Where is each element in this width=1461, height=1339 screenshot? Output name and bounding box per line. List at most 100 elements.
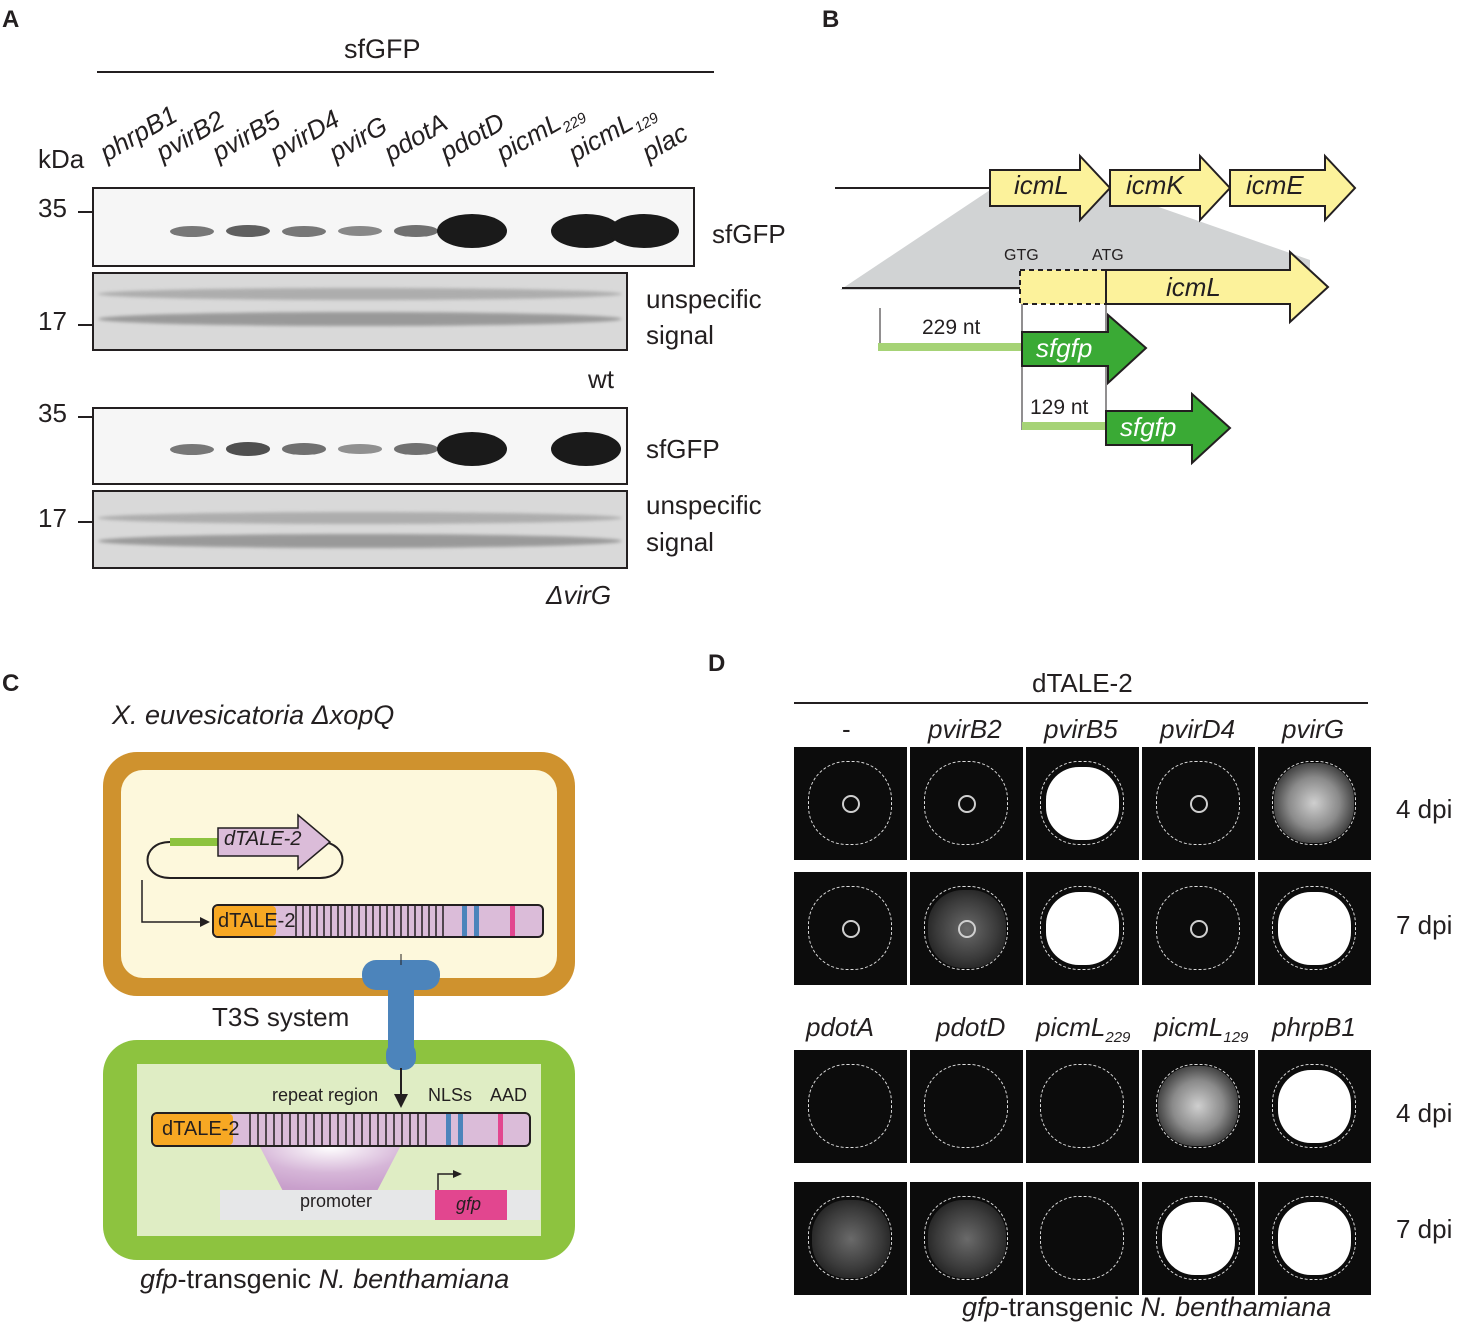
gfp-gene-box — [435, 1190, 507, 1220]
marker-tick — [78, 521, 92, 523]
marker-tick — [78, 211, 92, 213]
row1-label: - — [842, 714, 851, 744]
zoom-wedge — [840, 190, 1310, 290]
plasmid-gene-label: dTALE-2 — [224, 828, 302, 850]
infiltration-outline — [1040, 1064, 1124, 1148]
timepoint-label: 7 dpi — [1396, 910, 1453, 940]
leaf-image — [1258, 747, 1371, 860]
gfp-band — [338, 226, 382, 236]
panel-a-header-rule — [97, 71, 714, 73]
leaf-image — [794, 747, 907, 860]
gene-arrow-icml-zoom — [1105, 249, 1330, 325]
codon-atg: ATG — [1092, 247, 1124, 264]
bacterial-cytoplasm — [121, 770, 557, 978]
leaf-image — [1142, 1050, 1255, 1163]
gfp-band — [437, 432, 507, 466]
infiltration-outline — [924, 886, 1008, 970]
plant-protein-label: dTALE-2 — [162, 1118, 240, 1140]
tale-n-terminus — [214, 906, 276, 936]
t3s-outer — [362, 960, 440, 990]
gene-label-icme: icmE — [1246, 170, 1304, 200]
leaf-image — [794, 1182, 907, 1295]
row2-label: picmL129 — [1154, 1012, 1249, 1047]
host-label: gfp-transgenic N. benthamiana — [140, 1264, 510, 1294]
gfp-band — [282, 225, 326, 237]
infiltration-outline — [1040, 886, 1124, 970]
leaf-image — [1258, 1050, 1371, 1163]
infiltration-outline — [1040, 1196, 1124, 1280]
timepoint-label: 7 dpi — [1396, 1214, 1453, 1244]
gfp-band — [226, 442, 270, 456]
leaf-image — [1026, 872, 1139, 985]
nls-mark — [474, 906, 479, 936]
gene-arrow-icml — [989, 153, 1112, 223]
leaf-image — [1142, 747, 1255, 860]
bacterial-protein-label: dTALE-2 — [218, 910, 296, 932]
kda-label: kDa — [38, 144, 85, 174]
blot-label-unspecific: unspecific — [646, 284, 762, 314]
row2-label: picmL229 — [1036, 1012, 1131, 1047]
infiltration-mark — [958, 920, 976, 938]
repeat-region-label: repeat region — [272, 1085, 379, 1105]
gfp-band — [338, 444, 382, 454]
marker-35: 35 — [38, 193, 67, 223]
upstream-extension — [1019, 269, 1107, 305]
leaf-image — [1026, 1182, 1139, 1295]
infiltration-mark — [958, 795, 976, 813]
sfgfp-arrow-129 — [1105, 391, 1232, 466]
infiltration-outline — [924, 1196, 1008, 1280]
panel-letter-a: A — [2, 6, 20, 33]
row2-label: pdotD — [936, 1012, 1006, 1042]
blot-mut-unspecific — [92, 490, 628, 569]
leaf-image — [1258, 872, 1371, 985]
blot-label-signal-mut: signal — [646, 527, 714, 557]
panel-a-header: sfGFP — [344, 34, 421, 64]
infiltration-outline — [924, 1064, 1008, 1148]
leaf-image — [910, 1050, 1023, 1163]
leaf-image — [1026, 1050, 1139, 1163]
gene-label-icml-zoom: icmL — [1166, 272, 1221, 302]
codon-gtg: GTG — [1004, 247, 1039, 264]
blot-label-sfgfp-mut: sfGFP — [646, 434, 720, 464]
gfp-band — [551, 432, 621, 466]
blot-wt-unspecific — [92, 272, 628, 351]
t3s-inner — [386, 1042, 416, 1070]
infiltration-outline — [924, 761, 1008, 845]
marker-tick — [78, 324, 92, 326]
aad-mark — [498, 1114, 503, 1145]
row1-label: pvirB2 — [928, 714, 1002, 744]
unspecific-band-upper — [98, 512, 622, 524]
infiltration-outline — [1156, 1196, 1240, 1280]
blot-label-signal: signal — [646, 320, 714, 350]
nls-mark — [446, 1114, 451, 1145]
infiltration-outline — [1156, 886, 1240, 970]
leaf-image — [794, 872, 907, 985]
plant-tale-protein — [151, 1112, 531, 1147]
unspecific-band-upper — [98, 288, 622, 300]
timepoint-label: 4 dpi — [1396, 794, 1453, 824]
tale-repeats — [295, 906, 444, 936]
length-129: 129 nt — [1030, 396, 1089, 419]
blot-wt-sfgfp — [92, 187, 695, 267]
gfp-band — [394, 225, 438, 237]
blot-label-unspecific-mut: unspecific — [646, 490, 762, 520]
infiltration-outline — [1156, 761, 1240, 845]
strain-mutant: ΔvirG — [546, 580, 612, 610]
strain-wt: wt — [588, 364, 614, 394]
panel-d-header-rule — [794, 702, 1368, 704]
expression-arrow — [141, 880, 200, 923]
tale-n-terminus — [153, 1114, 233, 1145]
infiltration-outline — [1040, 761, 1124, 845]
blot-mut-sfgfp — [92, 407, 628, 485]
infiltration-mark — [842, 795, 860, 813]
gfp-band — [170, 443, 214, 455]
row1-label: pvirG — [1282, 714, 1345, 744]
infiltration-outline — [808, 886, 892, 970]
gfp-band — [282, 443, 326, 455]
infiltration-outline — [1272, 761, 1356, 845]
nls-mark — [458, 1114, 463, 1145]
gene-arrow-icme — [1229, 153, 1357, 223]
infiltration-mark — [842, 920, 860, 938]
leaf-image — [1026, 747, 1139, 860]
aad-label: AAD — [490, 1085, 528, 1105]
